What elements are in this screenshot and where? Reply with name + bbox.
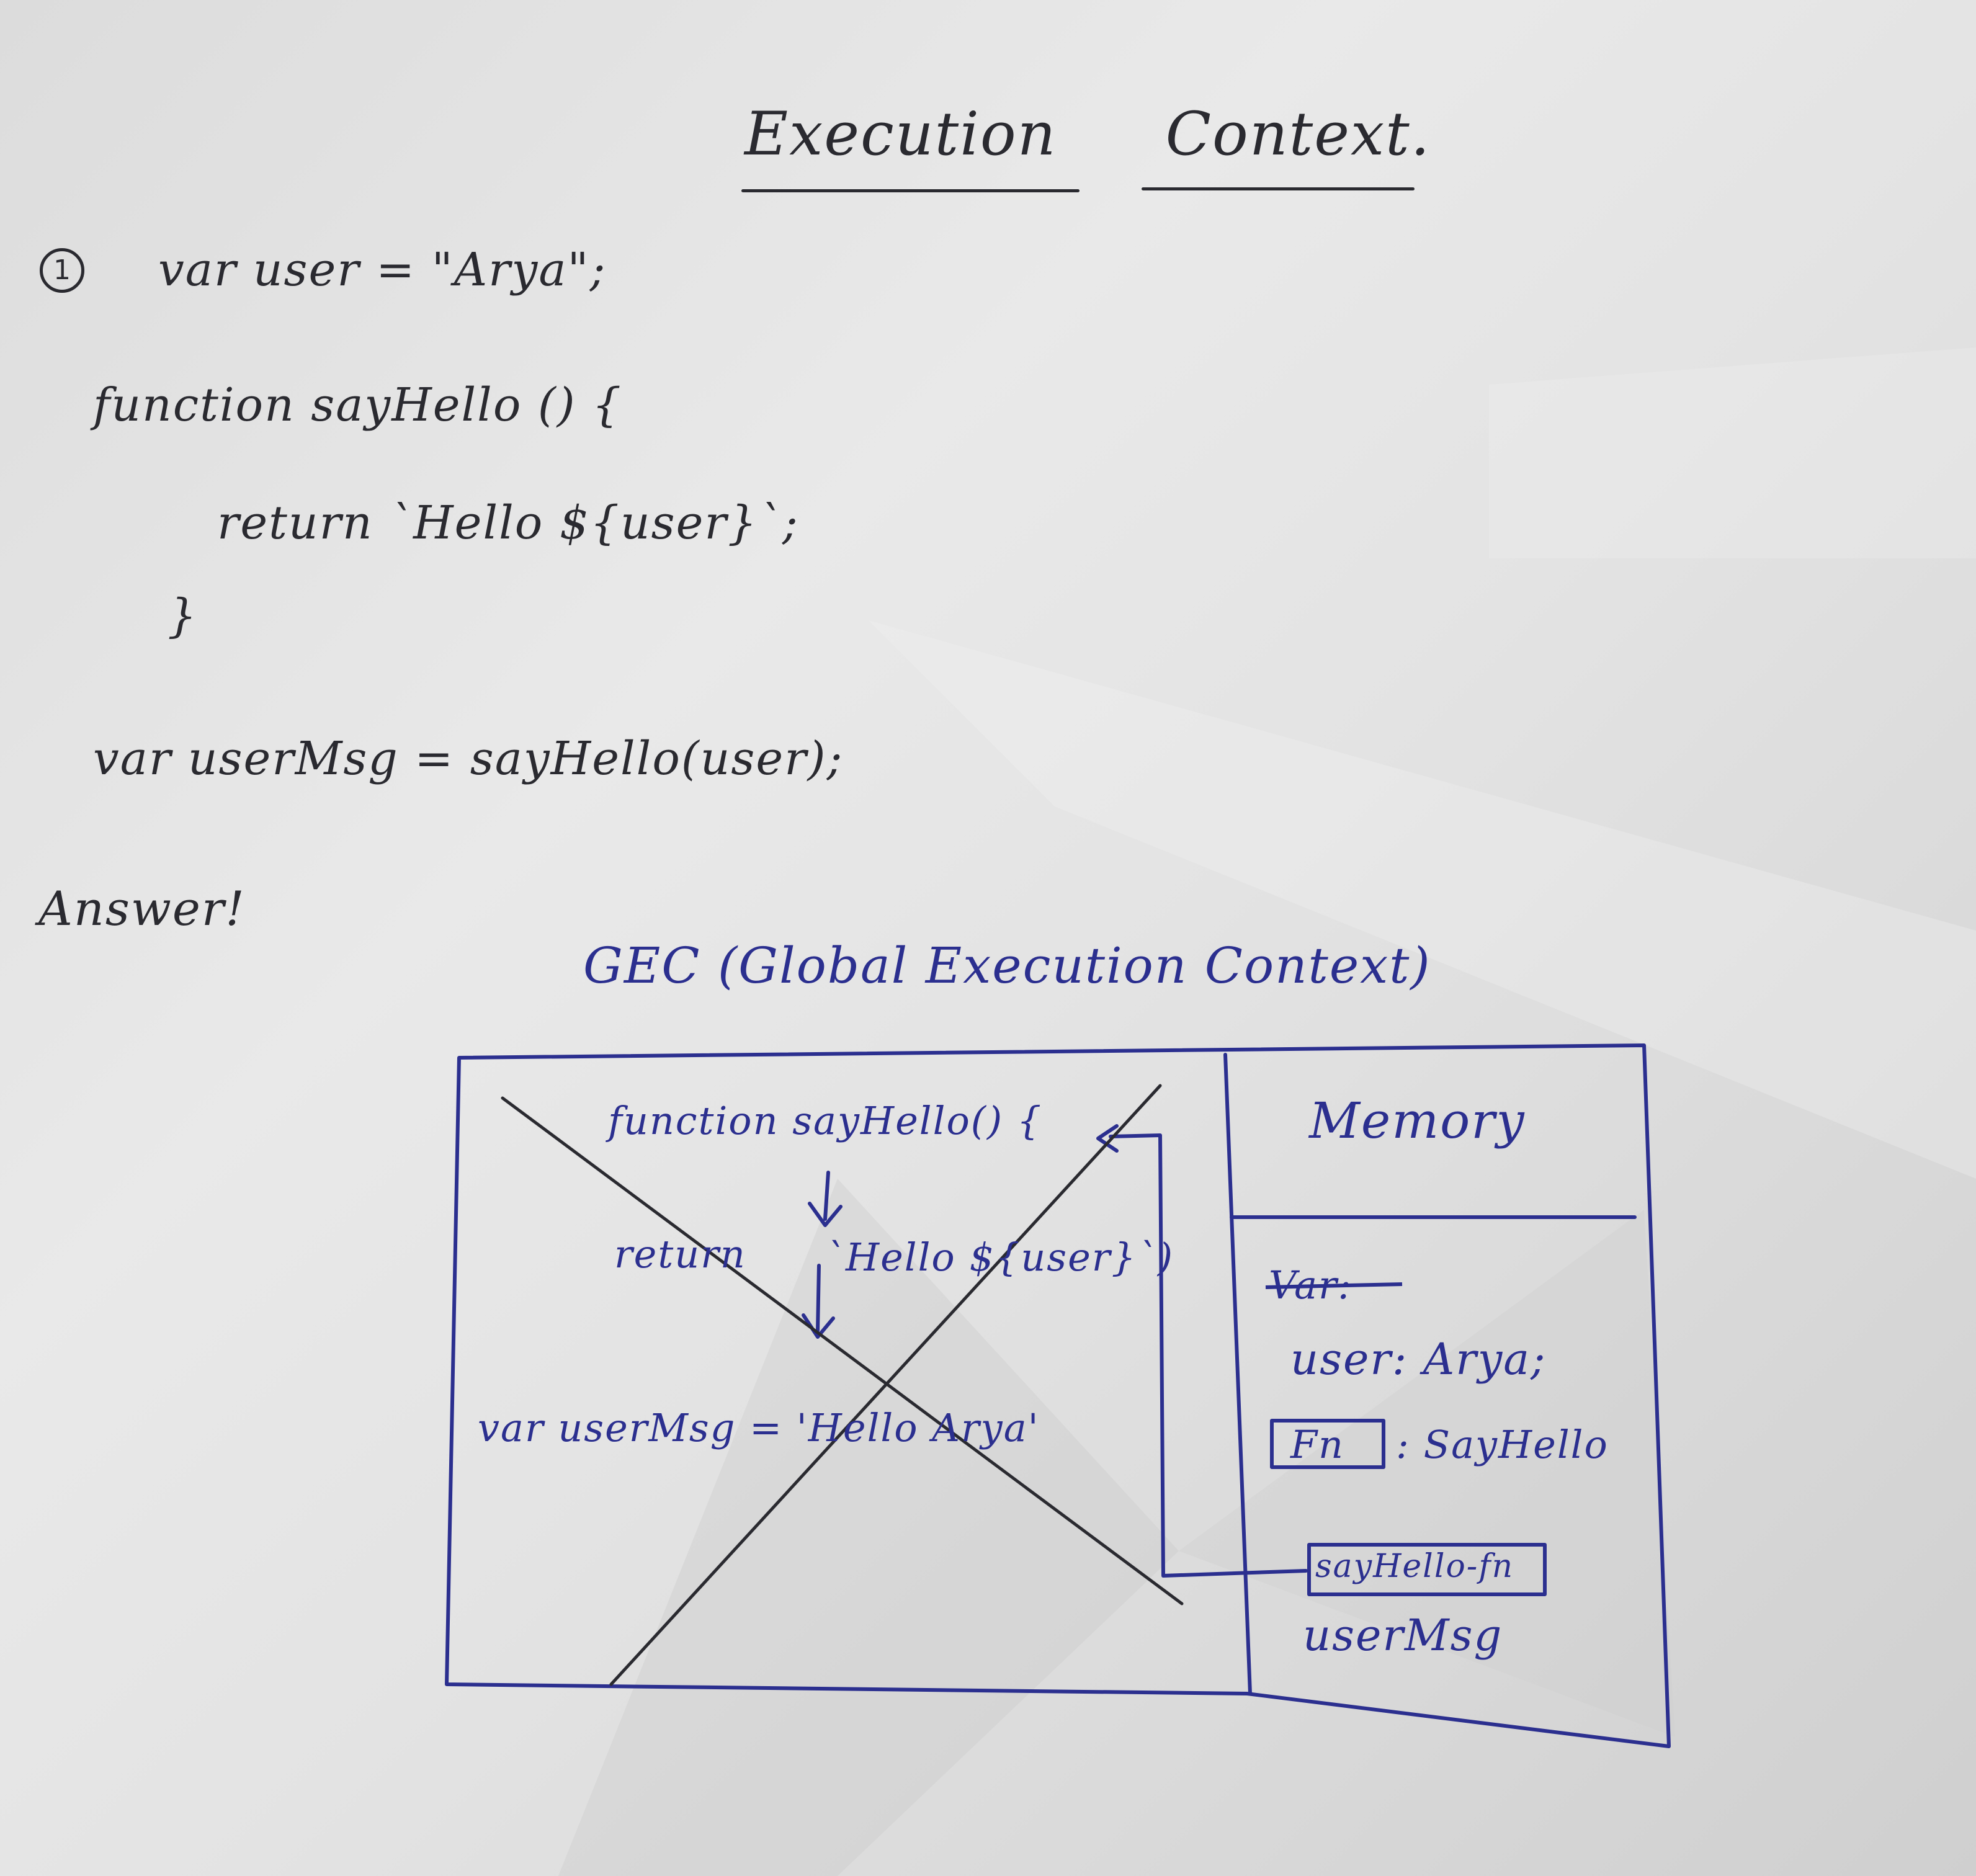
gec-code-line-2-keyword: return bbox=[614, 1231, 746, 1277]
memory-usermsg-entry: userMsg bbox=[1303, 1610, 1503, 1661]
title-word-execution: Execution bbox=[744, 99, 1057, 169]
code-line-2: function sayHello () { bbox=[93, 378, 623, 432]
title-underline-left bbox=[741, 189, 1080, 192]
memory-fn-entry: : SayHello bbox=[1396, 1422, 1609, 1467]
flow-arrow-2 bbox=[802, 1264, 835, 1339]
var-strike bbox=[1265, 1282, 1403, 1289]
fn-connector-line bbox=[1109, 1133, 1308, 1578]
question-number-badge: 1 bbox=[40, 248, 84, 293]
code-line-5: var userMsg = sayHello(user); bbox=[93, 732, 844, 785]
cross-line-b bbox=[609, 1084, 1162, 1686]
memory-header: Memory bbox=[1309, 1092, 1526, 1150]
code-line-4: } bbox=[168, 589, 199, 643]
fn-ref-badge: sayHello-fn bbox=[1315, 1548, 1514, 1585]
cross-line-a bbox=[501, 1096, 1184, 1606]
title-word-context: Context. bbox=[1165, 99, 1431, 169]
code-line-3: return `Hello ${user}`; bbox=[217, 496, 799, 550]
memory-struck-var: Var: bbox=[1269, 1262, 1352, 1308]
gec-code-line-1: function sayHello() { bbox=[608, 1098, 1043, 1143]
memory-user-entry: user: Arya; bbox=[1290, 1334, 1547, 1385]
gec-code-line-2-value: `Hello ${user}`) bbox=[825, 1235, 1174, 1280]
fn-badge-box bbox=[1270, 1419, 1385, 1469]
fn-badge: Fn bbox=[1290, 1422, 1344, 1467]
page-title: Execution Context. bbox=[744, 99, 1431, 169]
gec-code-line-3: var userMsg = 'Hello Arya' bbox=[478, 1405, 1040, 1450]
fn-ref-box bbox=[1307, 1543, 1547, 1596]
answer-label: Answer! bbox=[38, 881, 246, 936]
flow-arrow-1 bbox=[808, 1171, 843, 1227]
gec-outer-box bbox=[445, 1043, 1671, 1748]
gec-title: GEC (Global Execution Context) bbox=[583, 937, 1431, 994]
code-line-1: var user = "Arya"; bbox=[158, 243, 607, 297]
gec-panel-divider bbox=[1223, 1053, 1252, 1695]
title-underline-right bbox=[1142, 187, 1415, 190]
fn-connector-arrow bbox=[1096, 1124, 1119, 1153]
